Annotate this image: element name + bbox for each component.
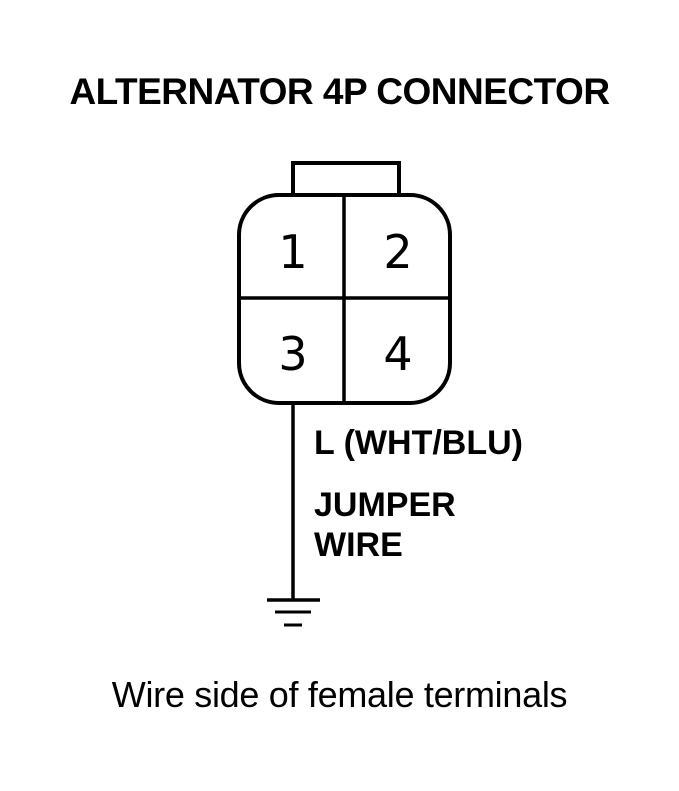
- ground-icon: [267, 598, 320, 627]
- jumper-wire-label-line1: JUMPER: [314, 486, 456, 524]
- diagram-title: ALTERNATOR 4P CONNECTOR: [69, 71, 610, 112]
- pin-2-label: 2: [383, 225, 412, 279]
- terminal-wire-label: L (WHT/BLU): [314, 424, 523, 462]
- view-caption: Wire side of female terminals: [111, 674, 568, 715]
- pin-4-label: 4: [383, 327, 412, 381]
- connector-lock-tab: [291, 161, 401, 198]
- jumper-wire-label-line2: WIRE: [314, 526, 403, 564]
- pin-3-label: 3: [278, 327, 307, 381]
- pin-1-label: 1: [278, 225, 307, 279]
